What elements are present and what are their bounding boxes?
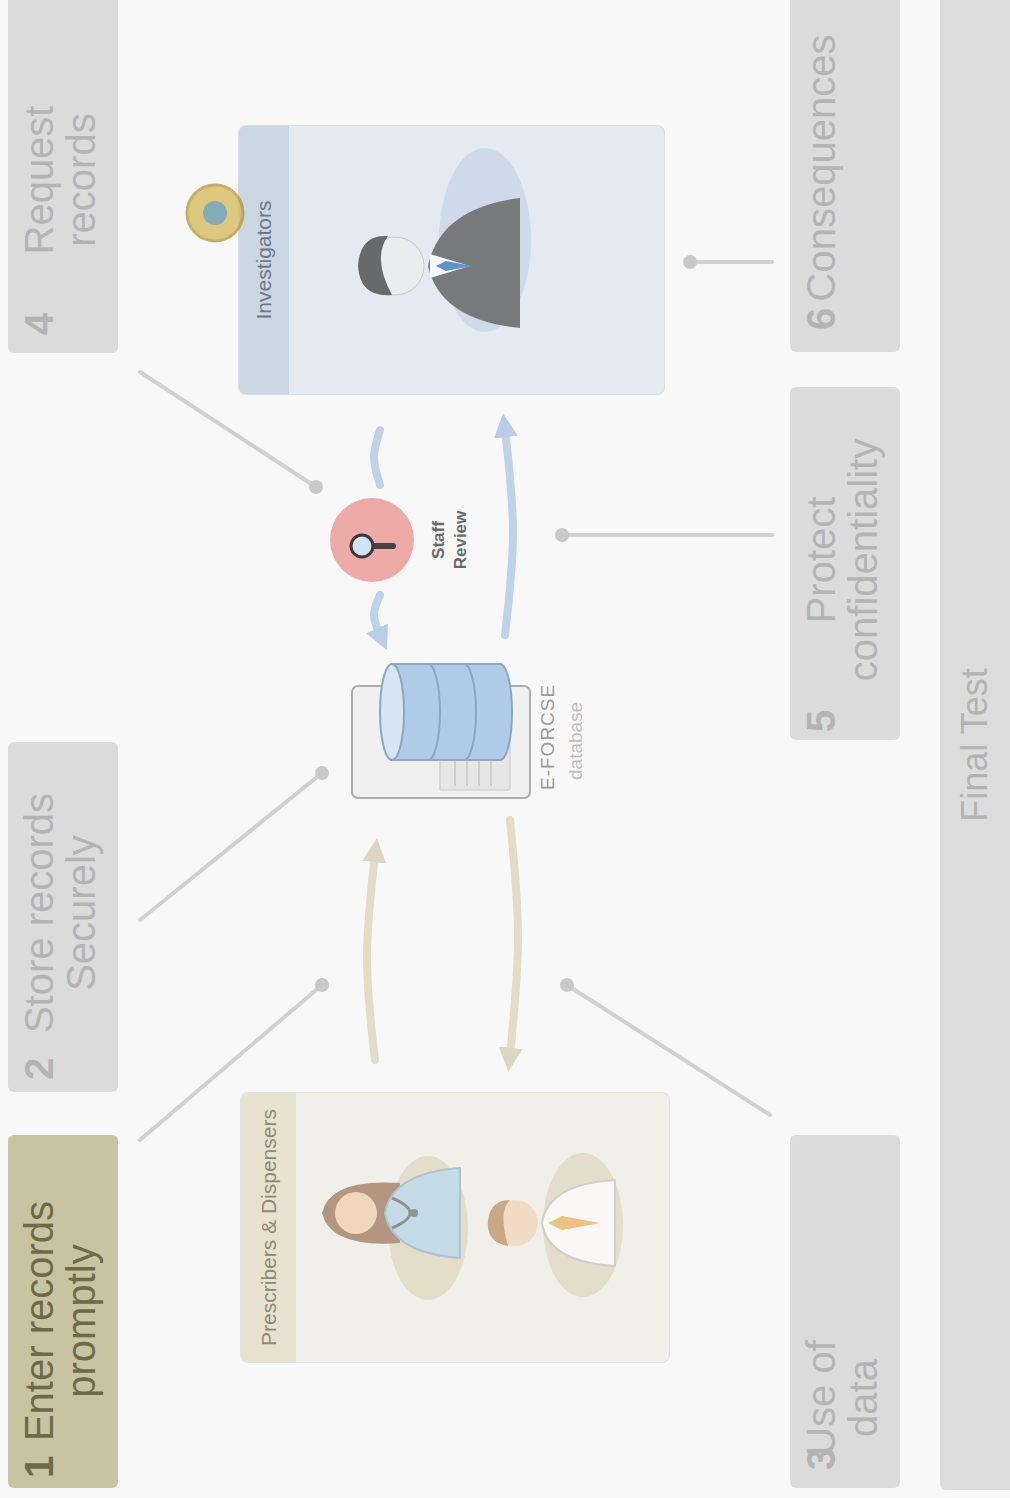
server-vent <box>490 738 492 786</box>
investigator-hair <box>358 236 392 295</box>
pharmacist-tie <box>548 1216 600 1230</box>
badge-emblem <box>203 201 227 225</box>
leader-line <box>562 533 772 537</box>
flow-arrow <box>505 430 513 635</box>
stethoscope-head <box>410 1209 418 1217</box>
leader-dot <box>560 978 574 992</box>
leader-dot <box>309 480 323 494</box>
server-panel <box>440 730 510 790</box>
step-box: 2 Store records Securely <box>8 742 118 1092</box>
figure-shadow <box>543 1153 623 1297</box>
leader-line <box>140 773 322 920</box>
review-circle-shape <box>330 498 414 582</box>
investigator-face <box>366 237 424 295</box>
flow-arrow <box>374 595 380 635</box>
step-box: 6Consequences <box>790 0 900 352</box>
leader-dot <box>683 255 697 269</box>
doctor-hair <box>322 1182 400 1243</box>
doctor-face <box>335 1192 377 1234</box>
test-band: Final Test <box>940 0 1010 1490</box>
step-number: 5 <box>800 710 842 732</box>
cylinder-top <box>380 664 404 760</box>
pharmacist-coat <box>542 1180 615 1266</box>
band-label: Final Test <box>940 0 1010 1490</box>
investigator-shirt <box>430 254 470 278</box>
flow-arrow <box>374 430 380 485</box>
database-cylinder <box>392 664 512 760</box>
step-title: Consequences <box>800 23 842 313</box>
step-box: 1Enter records promptly <box>8 1135 118 1488</box>
cylinder-band <box>464 664 476 760</box>
pharmacist-hair <box>488 1200 510 1246</box>
step-number: 4 <box>18 313 60 335</box>
step-title: Protect confidentiality <box>800 420 884 700</box>
database-name: E-FORCSE <box>537 684 559 790</box>
stethoscope <box>392 1198 410 1228</box>
step-number: 6 <box>800 308 842 330</box>
figure-shadow <box>388 1156 468 1300</box>
server-vent <box>478 738 480 786</box>
leader-line <box>140 985 322 1140</box>
step-title: Store records Securely <box>18 773 102 1053</box>
leader-dot <box>315 766 329 780</box>
pharmacist-face <box>492 1200 538 1246</box>
investigator-tie <box>436 261 472 271</box>
cylinder-band <box>428 664 440 760</box>
leader-line <box>567 985 770 1115</box>
flow-arrow <box>367 855 375 1060</box>
step-box: 3Use of data <box>790 1135 900 1488</box>
step-title: Enter records promptly <box>18 1181 102 1461</box>
magnifier-glass <box>351 535 373 557</box>
server-tower <box>352 686 530 798</box>
review-label: Staff Review <box>428 487 472 593</box>
leader-dot <box>555 528 569 542</box>
database-node: E-FORCSE database <box>345 658 595 808</box>
actor-panel: Prescribers & Dispensers <box>240 1092 670 1363</box>
panel-heading: Investigators <box>239 126 289 394</box>
step-number: 2 <box>18 1058 60 1080</box>
badge <box>187 185 243 241</box>
step-number: 1 <box>18 1456 60 1478</box>
step-box: 5 Protect confidentiality <box>790 387 900 740</box>
step-title: Request records <box>18 90 102 270</box>
actor-panel: Investigators <box>238 125 665 395</box>
step-box: 4 Request records <box>8 0 118 353</box>
server-vent <box>466 738 468 786</box>
magnifier-handle <box>373 543 393 549</box>
panel-heading: Prescribers & Dispensers <box>241 1093 296 1362</box>
flow-arrow <box>510 820 518 1055</box>
doctor-coat <box>385 1168 460 1258</box>
database-label: database <box>565 702 587 780</box>
investigator-jacket <box>428 198 520 328</box>
step-title: Use of data <box>800 1333 884 1463</box>
server-vent <box>454 738 456 786</box>
review-circle: Staff Review <box>328 487 488 593</box>
figure-shadow <box>439 148 531 332</box>
leader-dot <box>315 978 329 992</box>
leader-line <box>690 260 772 264</box>
leader-line <box>140 372 316 487</box>
